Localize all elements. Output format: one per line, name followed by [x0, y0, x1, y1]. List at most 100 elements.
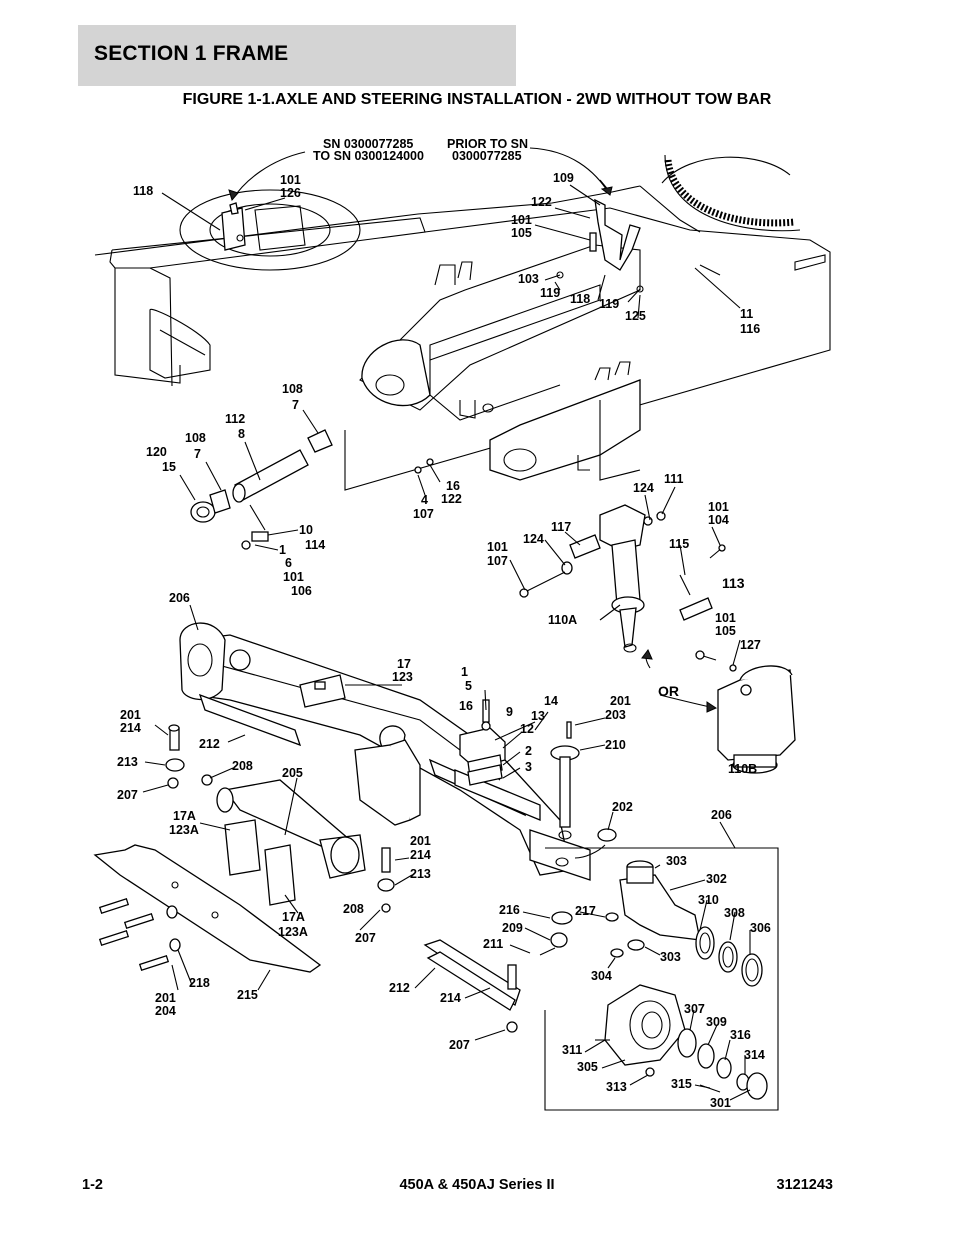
callout: 208 [343, 902, 364, 916]
callout: 1 [279, 543, 286, 557]
callout: 313 [606, 1080, 627, 1094]
arrow-head [228, 189, 239, 202]
callout: 119 [599, 297, 619, 311]
figure-title: FIGURE 1-1.AXLE AND STEERING INSTALLATIO… [182, 91, 772, 108]
prior-to-sn-line2: 0300077285 [452, 149, 522, 163]
callout: 316 [730, 1028, 751, 1042]
callout: 17A [173, 809, 196, 823]
callout: 8 [238, 427, 245, 441]
callout: 112 [225, 412, 245, 426]
callout: 17 [397, 657, 411, 671]
callout: 315 [671, 1077, 692, 1091]
callout: 113 [722, 575, 745, 591]
callout: 101 [283, 570, 304, 584]
callout: 109 [553, 171, 574, 185]
callout: 108 [185, 431, 206, 445]
callout: 203 [605, 708, 626, 722]
callout: 304 [591, 969, 612, 983]
callout: 205 [282, 766, 303, 780]
callout: 7 [194, 447, 201, 461]
callout: 122 [531, 195, 552, 209]
callout: 104 [708, 513, 729, 527]
callout: 110B [728, 762, 757, 776]
callout: 309 [706, 1015, 727, 1029]
callout: 118 [570, 292, 590, 306]
callout: 209 [502, 921, 523, 935]
callout: 7 [292, 398, 299, 412]
callout: 307 [684, 1002, 705, 1016]
callout: 101 [487, 540, 508, 554]
steering-bracket-group [221, 198, 644, 293]
callout: 208 [232, 759, 253, 773]
callout: 119 [540, 286, 560, 300]
annotation-labels: SN 0300077285 TO SN 0300124000 PRIOR TO … [313, 137, 679, 699]
callout: 201 [610, 694, 631, 708]
callout: 201 [155, 991, 176, 1005]
callout: 303 [666, 854, 687, 868]
leader-arc-prior [529, 147, 611, 196]
callout: 14 [544, 694, 558, 708]
callout: 101 [715, 611, 736, 625]
section-title: SECTION 1 FRAME [94, 42, 289, 65]
section-banner: SECTION 1 FRAME [78, 25, 516, 86]
callout: 114 [305, 538, 325, 552]
callout: 214 [120, 721, 141, 735]
callout: 117 [551, 520, 571, 534]
callout: 212 [389, 981, 410, 995]
footer-doc-number: 3121243 [776, 1177, 833, 1193]
callout: 123A [278, 925, 308, 939]
callout: 118 [133, 184, 153, 198]
prior-to-sn-line1: PRIOR TO SN [447, 137, 528, 151]
callout: 126 [280, 186, 301, 200]
callout: 11 [740, 307, 753, 321]
callout: 306 [750, 921, 771, 935]
callout: 127 [740, 638, 761, 652]
callout: 211 [483, 937, 503, 951]
callout: 103 [518, 272, 539, 286]
callout: 218 [189, 976, 210, 990]
callout: 15 [162, 460, 176, 474]
callout-labels: 118 101 126 109 122 101 105 103 119 118 … [117, 171, 771, 1110]
callout: 3 [525, 760, 532, 774]
callout: 111 [664, 472, 684, 486]
callout: 107 [487, 554, 508, 568]
callout: 301 [710, 1096, 731, 1110]
callout: 12 [520, 722, 534, 736]
callout: 201 [120, 708, 141, 722]
callout: 212 [199, 737, 220, 751]
callout: 101 [708, 500, 729, 514]
callout: 1 [461, 665, 468, 679]
chassis-frame [94, 154, 831, 491]
callout: 122 [441, 492, 462, 506]
callout: 17A [282, 910, 305, 924]
callout: 206 [169, 591, 190, 605]
callout: 314 [744, 1048, 765, 1062]
callout: 214 [440, 991, 461, 1005]
cylinder-110b [641, 649, 796, 774]
callout: 10 [299, 523, 313, 537]
callout: 4 [421, 493, 428, 507]
callout: 16 [446, 479, 460, 493]
callout: 125 [625, 309, 646, 323]
callout: 16 [459, 699, 473, 713]
callout: 202 [612, 800, 633, 814]
callout: 308 [724, 906, 745, 920]
callout: 123A [169, 823, 199, 837]
callout: 207 [355, 931, 376, 945]
callout: 107 [413, 507, 434, 521]
footer-page-number: 1-2 [82, 1177, 103, 1193]
callout: 207 [117, 788, 138, 802]
footer-model: 450A & 450AJ Series II [399, 1177, 555, 1193]
callout: 207 [449, 1038, 470, 1052]
callout: 216 [499, 903, 520, 917]
callout: 302 [706, 872, 727, 886]
callout: 213 [117, 755, 138, 769]
callout: 108 [282, 382, 303, 396]
pivot-pin-group [190, 429, 434, 550]
callout: 215 [237, 988, 258, 1002]
callout: 124 [633, 481, 654, 495]
callout: 210 [605, 738, 626, 752]
callout: 116 [740, 322, 760, 336]
steering-cylinder [519, 504, 726, 653]
